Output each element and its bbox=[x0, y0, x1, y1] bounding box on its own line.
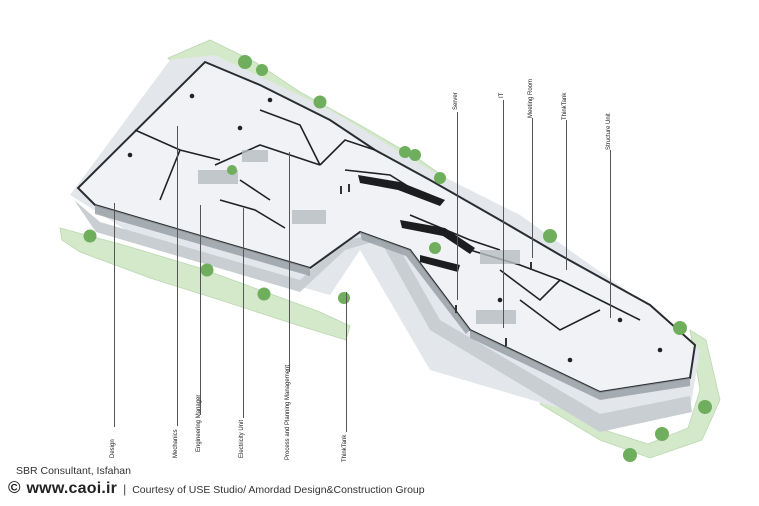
label-mechanics: Mechanics bbox=[173, 429, 179, 458]
trees bbox=[83, 55, 712, 462]
label-server: Server bbox=[453, 92, 459, 110]
label-electricity-unit: Electricity Unit bbox=[239, 419, 245, 458]
leader-engineering-manager bbox=[200, 205, 201, 415]
leader-process-planning bbox=[289, 152, 290, 372]
label-meeting-room: Meeting Room bbox=[528, 78, 534, 118]
label-thinktank-lower: ThinkTank bbox=[342, 434, 348, 462]
leader-it bbox=[503, 100, 504, 328]
partition-glass bbox=[198, 150, 520, 324]
credit-location: SBR Consultant, Isfahan bbox=[16, 465, 131, 477]
floor-plate bbox=[76, 60, 697, 394]
leader-mechanics bbox=[177, 126, 178, 426]
site-url-link[interactable]: www.caoi.ir bbox=[26, 480, 118, 497]
leader-thinktank-lower bbox=[346, 292, 347, 432]
label-design: Design bbox=[110, 439, 116, 458]
leader-thinktank-upper bbox=[566, 120, 567, 270]
label-engineering-manager: Engineering Manager bbox=[196, 394, 202, 452]
copyright-icon: © bbox=[8, 478, 21, 497]
credit-row: © www.caoi.ir | Courtesy of USE Studio/ … bbox=[8, 479, 425, 498]
leader-meeting-room bbox=[532, 118, 533, 258]
credit-separator: | bbox=[123, 482, 127, 496]
columns bbox=[127, 93, 663, 363]
label-process-planning: Process and Planning Management bbox=[285, 364, 291, 460]
people bbox=[340, 184, 532, 346]
leader-electricity-unit bbox=[243, 208, 244, 418]
leader-design bbox=[114, 203, 115, 427]
glass-facade bbox=[95, 205, 690, 400]
dark-bands bbox=[358, 175, 475, 272]
leader-structure-unit bbox=[610, 150, 611, 318]
leader-server bbox=[457, 112, 458, 300]
label-it: IT bbox=[499, 92, 505, 98]
label-thinktank-upper: ThinkTank bbox=[562, 92, 568, 120]
credit-courtesy: Courtesy of USE Studio/ Amordad Design&C… bbox=[132, 484, 425, 496]
label-structure-unit: Structure Unit bbox=[606, 113, 612, 150]
